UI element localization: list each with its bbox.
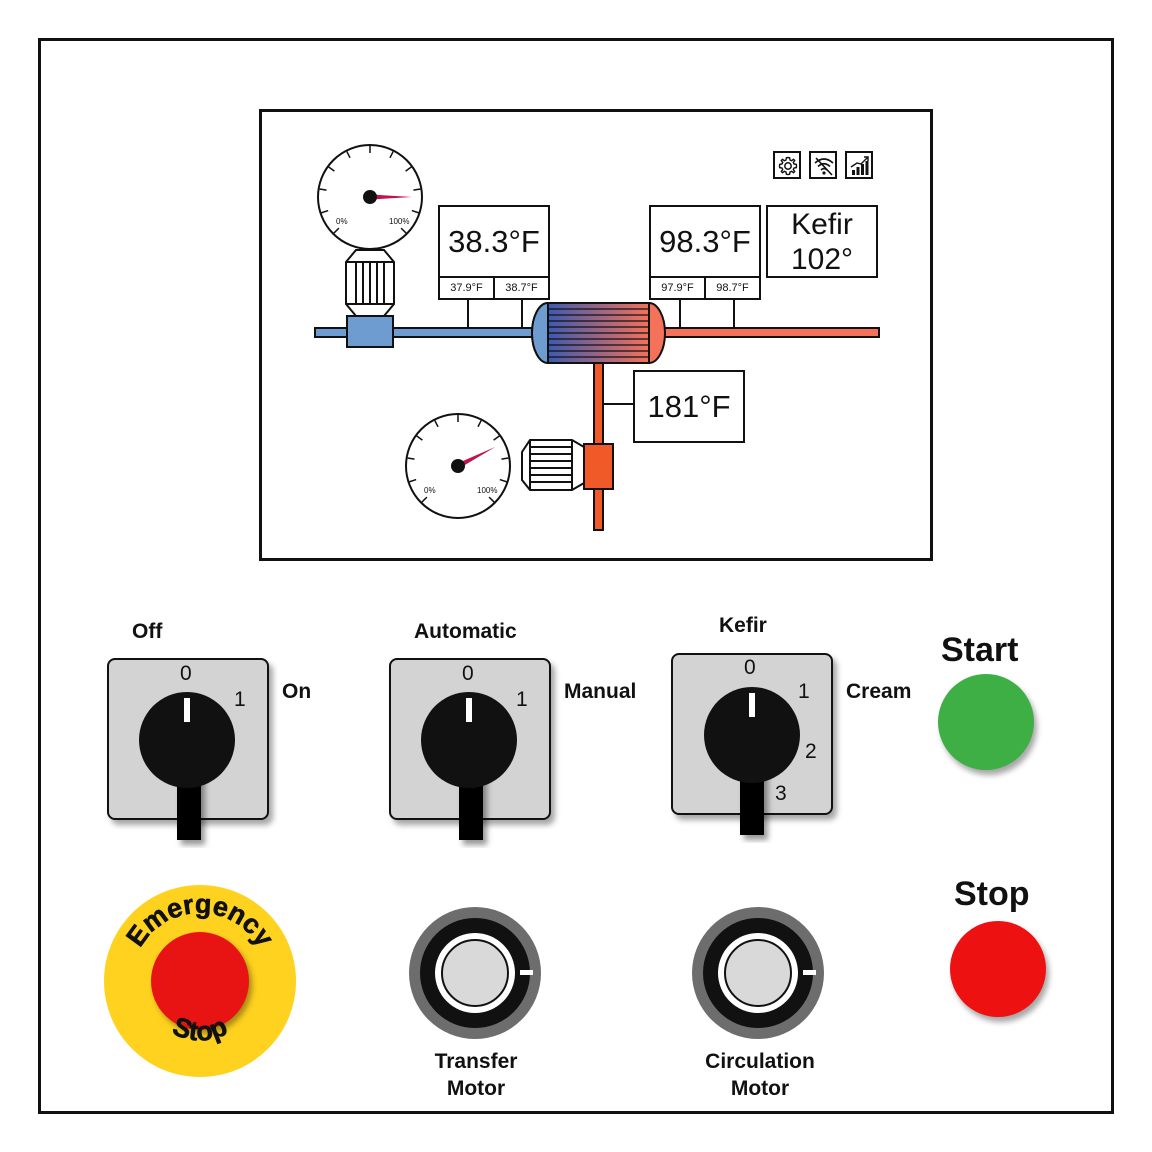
gauge-bottom-tick [434,420,439,428]
gauge-top-tick [328,166,335,172]
power-switch-off-label: Off [132,620,163,643]
recipe-temp: 102° [790,242,854,276]
power-selector-knob[interactable] [132,688,242,848]
mode-pos-0: 0 [462,662,474,685]
circulation-motor-label: Circulation Motor [680,1048,840,1102]
cold-low-readout: 37.9°F [438,276,495,300]
gauge-top-tick [389,151,394,159]
product-pos-1: 1 [798,680,810,703]
hot-water-temp-readout: 181°F [633,370,745,443]
wifi-off-icon [814,157,834,176]
hot-water-pump [521,439,614,491]
gauge-bottom-tick [493,435,500,441]
product-pos-3: 3 [775,782,787,805]
cold-pump [345,249,395,348]
gauge-top-tick [319,188,327,191]
stop-label: Stop [954,875,1030,913]
gauge-top-tick [405,166,412,172]
hot-low-readout: 97.9°F [649,276,706,300]
gauge-top-tick [411,209,419,214]
gauge-bottom-max-label: 100% [477,486,498,495]
gauge-bottom-tick [477,420,482,428]
start-button[interactable] [938,674,1034,770]
hot-pipe [659,327,880,338]
svg-text:Stop: Stop [169,1011,232,1047]
gauge-bottom-tick [488,496,495,503]
recipe-name: Kefir [791,207,853,241]
product-switch-cream-label: Cream [846,680,912,703]
start-label: Start [941,631,1019,669]
transfer-motor-line1: Transfer [434,1050,518,1073]
cold-high-readout: 38.7°F [493,276,550,300]
gauge-bottom-tick [421,496,428,503]
product-pos-0: 0 [744,656,756,679]
top-pressure-gauge [317,144,423,250]
gauge-bottom-needle [456,446,496,469]
product-pos-2: 2 [805,740,817,763]
gauge-top-tick [413,188,421,191]
circulation-motor-line1: Circulation [705,1050,815,1073]
power-pos-0: 0 [180,662,192,685]
gauge-bottom-tick [499,478,507,483]
gauge-bottom-tick [416,435,423,441]
power-pos-1: 1 [234,688,246,711]
emergency-stop[interactable]: Emergency Stop [102,883,298,1083]
transfer-motor-line2: Motor [446,1077,506,1100]
gauge-bottom-min-label: 0% [424,486,436,495]
hmi-screen: 0% 100% 0% 100% 38.3°F 37.9°F 38.7°F 9 [259,109,933,561]
product-switch-kefir-label: Kefir [719,614,767,637]
trend-button[interactable] [845,151,873,179]
mode-pos-1: 1 [516,688,528,711]
process-diagram [314,144,880,531]
gauge-top-needle [370,194,412,200]
gauge-top-min-label: 0% [336,217,348,226]
wifi-button[interactable] [809,151,837,179]
gauge-top-tick [346,151,351,159]
stop-button[interactable] [950,921,1046,1017]
gauge-bottom-tick [409,478,417,483]
gear-icon [778,156,798,176]
gauge-bottom-tick [407,457,415,460]
emergency-bottom-text: Stop [168,1011,231,1048]
gauge-top-max-label: 100% [389,217,410,226]
gauge-top-hub [363,190,377,204]
mode-switch-automatic-label: Automatic [414,620,517,643]
transfer-motor-label: Transfer Motor [406,1048,546,1102]
gauge-top-tick [400,227,407,234]
signal-chart-icon [850,156,869,175]
gauge-bottom-tick [501,457,509,460]
sensor-leaders [467,298,735,405]
mode-selector-knob[interactable] [414,688,524,848]
gauge-top-tick [333,227,340,234]
transfer-motor-lamp[interactable] [408,907,544,1043]
gauge-bottom-hub [451,459,465,473]
circulation-motor-line2: Motor [730,1077,790,1100]
power-switch-on-label: On [282,680,312,703]
hot-temp-readout: 98.3°F [649,205,761,278]
bottom-pressure-gauge [405,413,511,519]
mode-switch-manual-label: Manual [564,680,637,703]
hot-high-readout: 98.7°F [704,276,761,300]
product-selector-knob[interactable] [697,683,807,843]
cold-temp-readout: 38.3°F [438,205,550,278]
heat-exchanger [531,301,666,365]
circulation-motor-lamp[interactable] [690,907,826,1043]
gauge-top-tick [321,209,329,214]
settings-button[interactable] [773,151,801,179]
recipe-readout: Kefir 102° [766,205,878,278]
